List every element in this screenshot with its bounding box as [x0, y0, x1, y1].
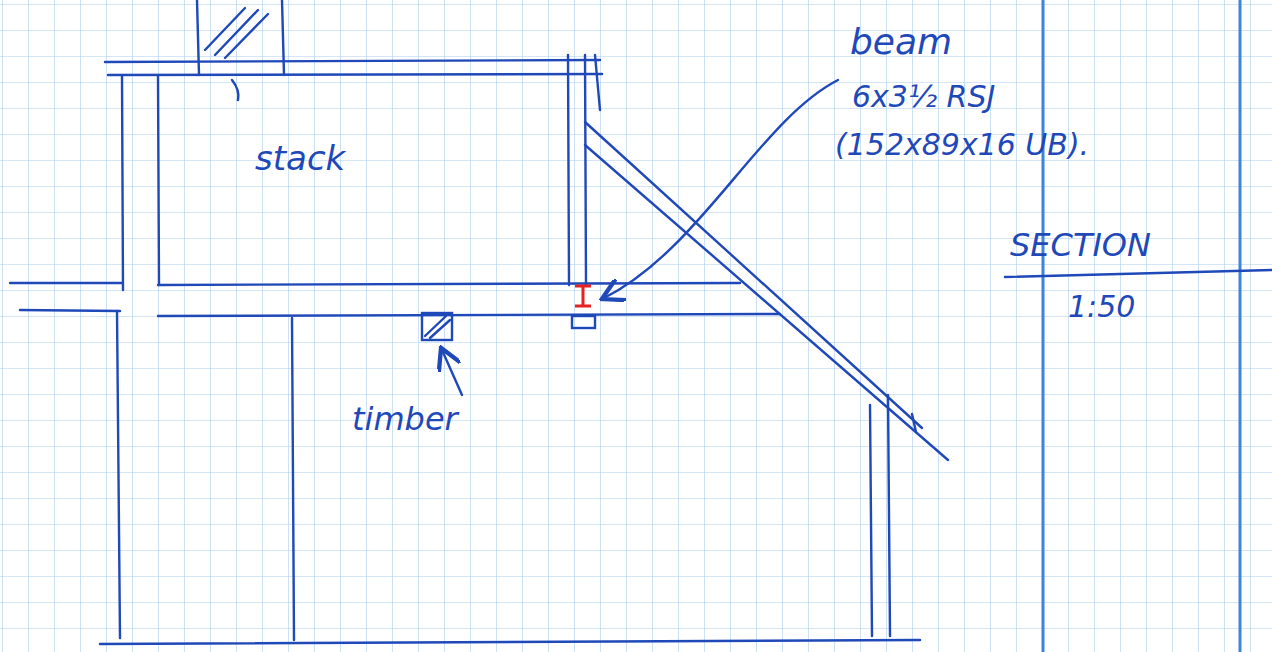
section-size-label: (152x89x16 UB). — [835, 127, 1089, 162]
section-size-label: 6x3½ RSJ — [852, 79, 995, 114]
label-slot: timber — [352, 402, 458, 437]
label-slot: 1:50 — [1068, 290, 1135, 323]
label-slot: SECTION — [1010, 228, 1151, 263]
label-slot: beam — [850, 22, 952, 62]
drawing-title: SECTION — [1010, 226, 1151, 264]
material-label: timber — [352, 400, 458, 438]
label-slot: 6x3½ RSJ — [852, 80, 995, 113]
label-slot: stack — [255, 140, 345, 177]
room-label: stack — [255, 138, 345, 178]
beam-label: beam — [850, 21, 952, 62]
scale-label: 1:50 — [1068, 289, 1135, 324]
label-slot: (152x89x16 UB). — [835, 128, 1089, 161]
